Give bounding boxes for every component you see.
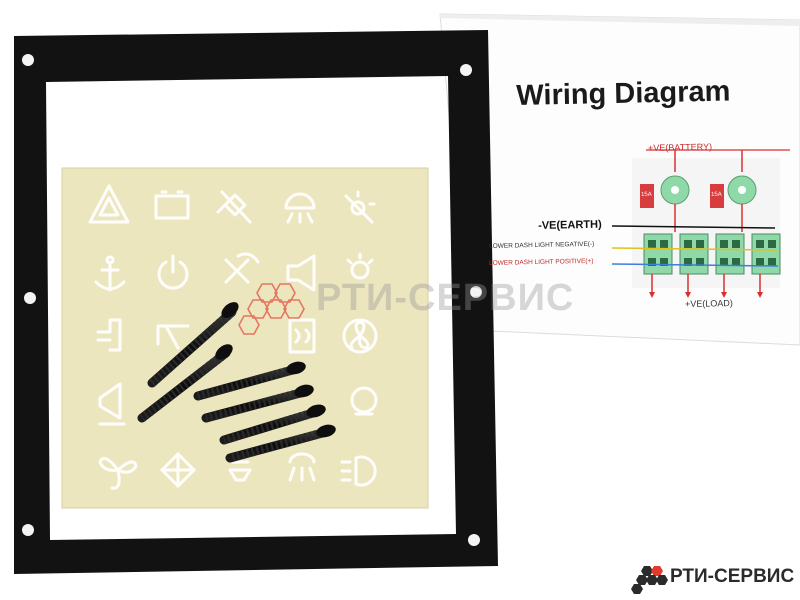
- searchlight-icon: [160, 452, 196, 488]
- wiring-schematic: [611, 149, 790, 298]
- interior-light-icon: [228, 460, 252, 482]
- gasket-hole: [460, 64, 472, 76]
- wiring-diagram-title: Wiring Diagram: [516, 75, 731, 112]
- deck-light-icon: [344, 190, 376, 224]
- label-ve-load: +VE(LOAD): [685, 297, 733, 309]
- satellite-icon: [216, 190, 252, 224]
- bilge-pump-icon: [96, 318, 122, 352]
- watermark-text: РТИ-СЕРВИС: [316, 277, 575, 319]
- gasket-hole: [470, 286, 482, 298]
- label-ve-battery: +VE(BATTERY): [648, 141, 713, 153]
- gasket-hole: [24, 292, 36, 304]
- switch-row: [643, 233, 781, 275]
- trumpet-horn-icon: [98, 382, 126, 426]
- label-ve-earth: -VE(EARTH): [538, 218, 602, 232]
- horn-icon: [286, 254, 316, 292]
- watermark-logo: [238, 283, 305, 335]
- gasket-hole: [22, 524, 34, 536]
- screw: [147, 302, 239, 388]
- gasket-hole: [22, 54, 34, 66]
- screw: [225, 424, 336, 463]
- screw: [219, 404, 326, 445]
- fog-light-icon: [284, 192, 316, 224]
- propeller-icon: [98, 456, 138, 490]
- heater-icon: [288, 318, 316, 354]
- navigation-light-icon: [224, 252, 260, 284]
- headlight-icon: [340, 455, 377, 487]
- light-bulb-icon: [350, 386, 378, 416]
- battery-icon: [154, 190, 190, 220]
- power-icon: [157, 254, 189, 290]
- fuse-1: [640, 184, 654, 208]
- spreader-light-icon: [346, 252, 374, 280]
- wiper-icon: [156, 324, 190, 350]
- label-fuse-2: 15A: [711, 191, 722, 198]
- label-fuse-1: 15A: [641, 191, 652, 198]
- brand-name: РТИ-СЕРВИС: [670, 566, 795, 587]
- screws: [137, 302, 336, 463]
- rubber-gasket: [14, 30, 498, 574]
- brand-logo-icon: [631, 566, 668, 594]
- screw: [137, 344, 233, 423]
- hazard-triangle-icon: [88, 184, 130, 224]
- anchor-icon: [94, 255, 126, 292]
- screw: [193, 361, 306, 401]
- gasket-hole: [468, 534, 480, 546]
- courtesy-light-icon: [288, 452, 316, 482]
- screw: [201, 384, 314, 423]
- fan-icon: [342, 318, 378, 354]
- fuse-2: [710, 184, 724, 208]
